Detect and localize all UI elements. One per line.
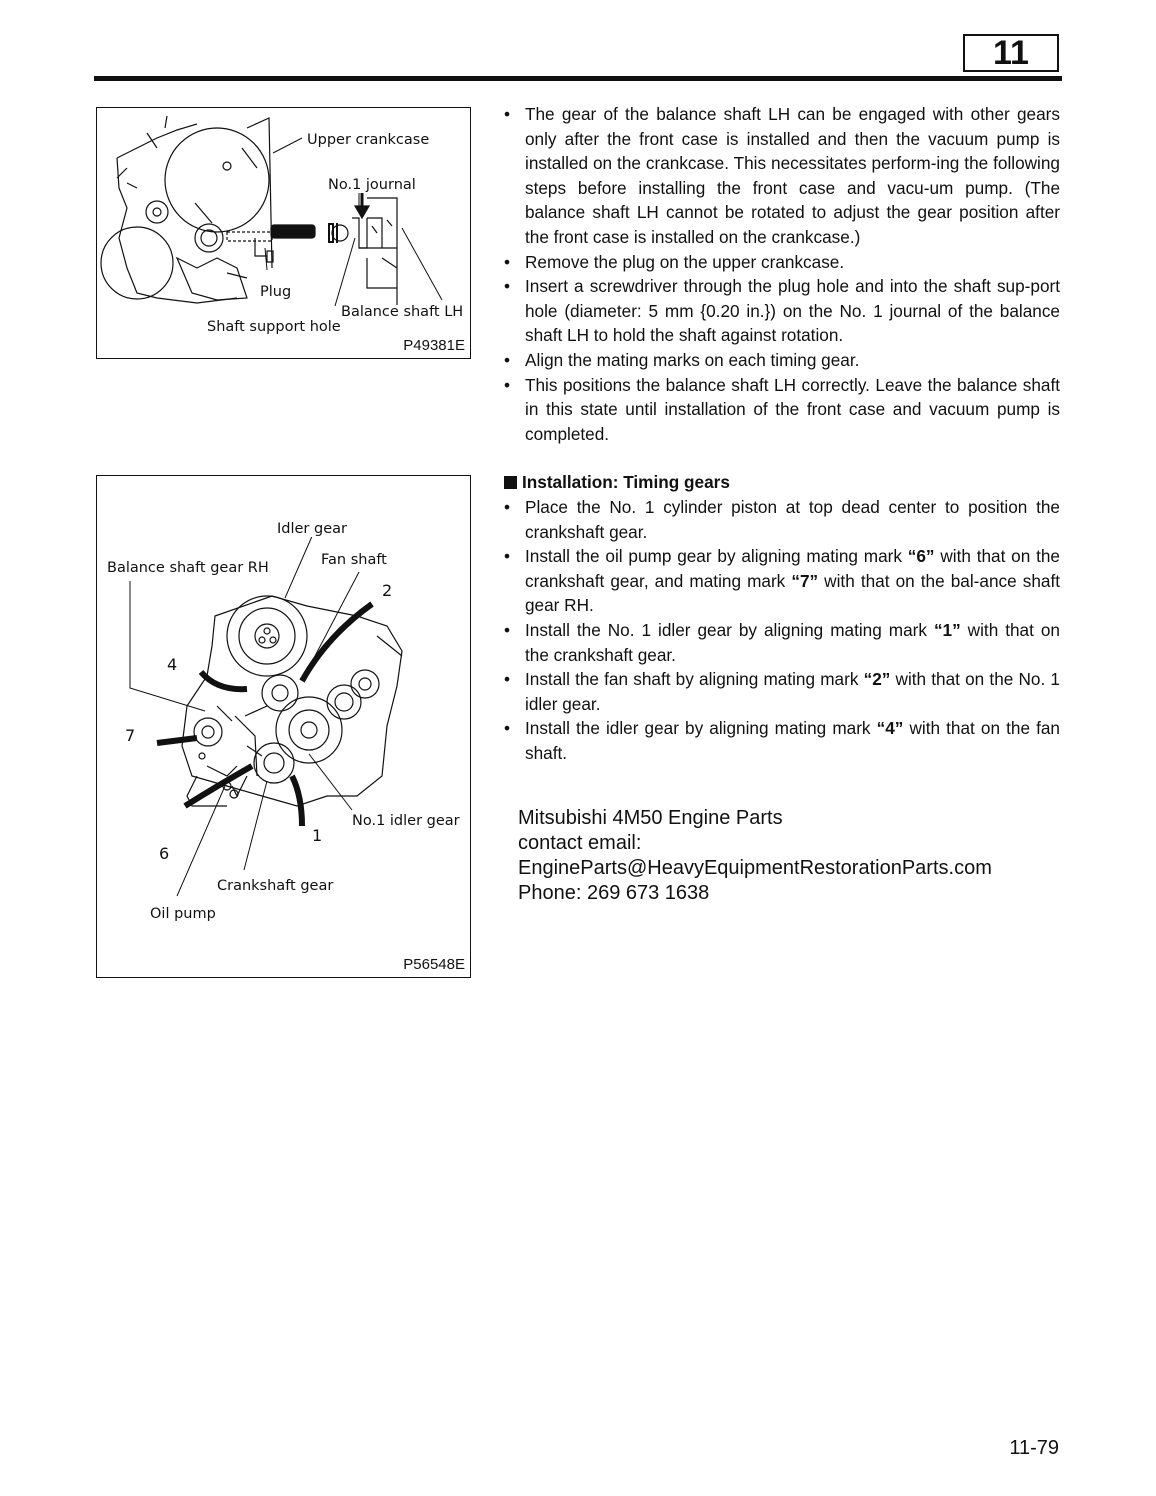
text-run: Install the No. 1 idler gear by aligning… (525, 619, 934, 640)
section-heading-text: Installation: Timing gears (522, 472, 730, 492)
figure2-code: P56548E (403, 956, 465, 973)
list-item: Insert a screwdriver through the plug ho… (504, 274, 1060, 348)
text-run: Install the fan shaft by aligning mating… (525, 669, 864, 690)
list-item: This positions the balance shaft LH corr… (504, 373, 1060, 447)
label-balance-shaft-gear-rh: Balance shaft gear RH (107, 560, 269, 576)
figure1-drawing (100, 115, 398, 308)
list-item: Align the mating marks on each timing ge… (504, 348, 1060, 373)
figure2-arrows (156, 601, 374, 827)
figure-balance-shaft-lh: Upper crankcase No.1 journal Plug Balanc… (96, 107, 471, 359)
page-number: 11-79 (1009, 1437, 1059, 1459)
contact-email[interactable]: EngineParts@HeavyEquipmentRestorationPar… (518, 857, 992, 879)
contact-phone: Phone: 269 673 1638 (518, 882, 710, 904)
mating-mark-1: 1 (312, 826, 323, 845)
section2-text: Installation: Timing gears Place the No.… (504, 469, 1060, 766)
label-upper-crankcase: Upper crankcase (307, 132, 430, 148)
list-item: Place the No. 1 cylinder piston at top d… (504, 495, 1060, 544)
mating-mark-text: “6” (907, 546, 935, 567)
text-run: with that on the crankshaft gear, and ma… (525, 546, 1060, 591)
list-item: The gear of the balance shaft LH can be … (504, 102, 1060, 250)
contact-line-label: contact email: (518, 832, 642, 854)
list-item: Remove the plug on the upper crankcase. (504, 250, 1060, 275)
header-rule (94, 76, 1062, 81)
label-no1-journal: No.1 journal (328, 177, 416, 193)
label-fan-shaft: Fan shaft (321, 552, 387, 568)
square-bullet-icon (504, 476, 517, 489)
text-run: Install the oil pump gear by aligning ma… (525, 546, 908, 567)
text-run: Install the idler gear by aligning matin… (525, 718, 877, 739)
list-item: Install the idler gear by aligning matin… (504, 716, 1060, 765)
label-no1-idler-gear: No.1 idler gear (352, 813, 460, 829)
list-item: Install the oil pump gear by aligning ma… (504, 544, 1060, 618)
mating-mark-text: “1” (933, 619, 961, 640)
text-run: with that on the No. 1 idler gear. (525, 669, 1060, 714)
label-crankshaft-gear: Crankshaft gear (217, 878, 334, 894)
section-number-box: 11 (963, 34, 1059, 72)
section2-bullets: Place the No. 1 cylinder piston at top d… (504, 495, 1060, 766)
text-run: with that on the crankshaft gear. (525, 619, 1060, 665)
label-shaft-support-hole: Shaft support hole (207, 319, 341, 335)
mating-mark-text: “2” (863, 669, 891, 690)
label-balance-shaft-lh: Balance shaft LH (341, 304, 464, 320)
section-heading: Installation: Timing gears (504, 469, 1060, 495)
label-plug: Plug (260, 284, 292, 300)
mating-mark-2: 2 (382, 581, 393, 600)
mating-mark-7: 7 (125, 726, 136, 745)
contact-block: Mitsubishi 4M50 Engine Parts contact ema… (518, 806, 992, 906)
figure2-drawing (181, 595, 403, 807)
text-run: with that on the bal-ance shaft gear RH. (525, 570, 1060, 616)
text-run: with that on the fan shaft. (525, 718, 1060, 763)
mating-mark-text: “7” (791, 570, 819, 591)
label-oil-pump: Oil pump (150, 906, 216, 922)
figure-timing-gears: Idler gear Fan shaft Balance shaft gear … (96, 475, 471, 978)
contact-line-title: Mitsubishi 4M50 Engine Parts (518, 807, 783, 829)
mating-mark-text: “4” (876, 718, 904, 739)
list-item: Install the No. 1 idler gear by aligning… (504, 618, 1060, 667)
figure1-leaders (264, 137, 443, 307)
section1-text: The gear of the balance shaft LH can be … (504, 102, 1060, 446)
section1-bullets: The gear of the balance shaft LH can be … (504, 102, 1060, 446)
list-item: Install the fan shaft by aligning mating… (504, 667, 1060, 716)
mating-mark-6: 6 (159, 844, 170, 863)
figure2-leaders (129, 533, 360, 897)
mating-mark-4: 4 (167, 655, 178, 674)
label-idler-gear: Idler gear (277, 521, 347, 537)
figure1-code: P49381E (403, 337, 465, 354)
